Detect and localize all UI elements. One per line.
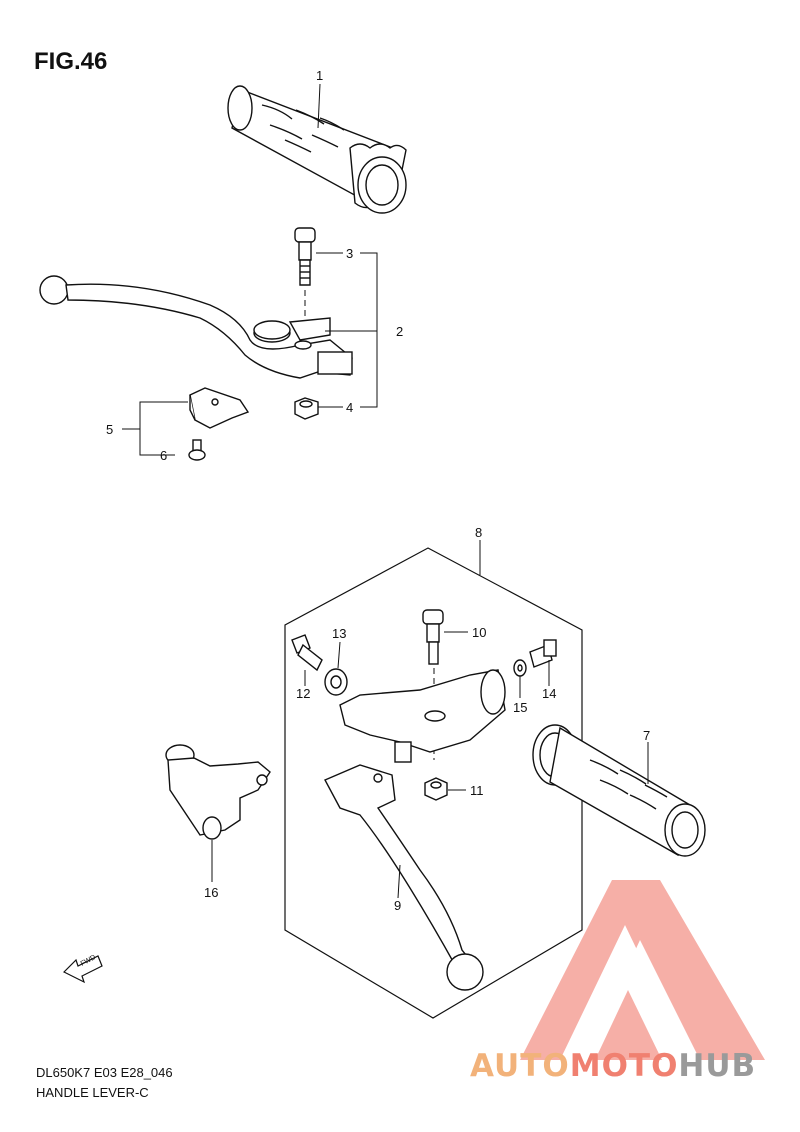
brand-part-hub: HUB: [678, 1048, 757, 1084]
callout-11: 11: [470, 783, 484, 798]
pivot-bolt-part-3: [294, 227, 316, 286]
callout-2: 2: [396, 324, 403, 339]
footer-model-code: DL650K7 E03 E28_046: [36, 1065, 173, 1080]
cable-holder-part-16: [165, 744, 271, 840]
callout-9: 9: [394, 898, 401, 913]
footer-part-name: HANDLE LEVER-C: [36, 1085, 149, 1100]
grip-part-1: [227, 85, 407, 214]
brake-lever-part-2: [39, 275, 353, 379]
callout-8: 8: [475, 525, 482, 540]
watermark-brand-text: AUTOMOTOHUB: [470, 1048, 756, 1084]
callout-10: 10: [472, 625, 486, 640]
callout-13: 13: [332, 626, 346, 641]
screw-part-6: [188, 439, 206, 461]
brand-part-moto: MOTO: [569, 1048, 679, 1084]
grip-part-7: [532, 724, 706, 857]
brand-part-auto: AUTO: [470, 1048, 570, 1084]
ring-part-13: [324, 668, 348, 696]
callout-7: 7: [643, 728, 650, 743]
nut-part-11: [424, 777, 448, 801]
watermark-triangle-logo: [520, 880, 765, 1060]
assembly-outline-part-8: [284, 547, 583, 1019]
callout-16: 16: [204, 885, 218, 900]
callout-14: 14: [542, 686, 556, 701]
clutch-lever-part-9: [324, 764, 484, 991]
callout-4: 4: [346, 400, 353, 415]
callout-15: 15: [513, 700, 527, 715]
fwd-arrow-icon: FWD: [62, 954, 103, 984]
nut-part-4: [294, 397, 319, 420]
callout-5: 5: [106, 422, 113, 437]
callout-3: 3: [346, 246, 353, 261]
figure-title: FIG.46: [34, 48, 108, 75]
leader-lines: [122, 83, 649, 899]
callout-6: 6: [160, 448, 167, 463]
adjuster-part-12: [291, 634, 323, 672]
clutch-bracket: [339, 669, 506, 763]
washer-part-15: [513, 659, 527, 677]
callout-1: 1: [316, 68, 323, 83]
bolt-part-10: [422, 609, 444, 665]
callout-12: 12: [296, 686, 310, 701]
bolt-part-14: [529, 639, 557, 668]
switch-part-5: [189, 387, 250, 429]
